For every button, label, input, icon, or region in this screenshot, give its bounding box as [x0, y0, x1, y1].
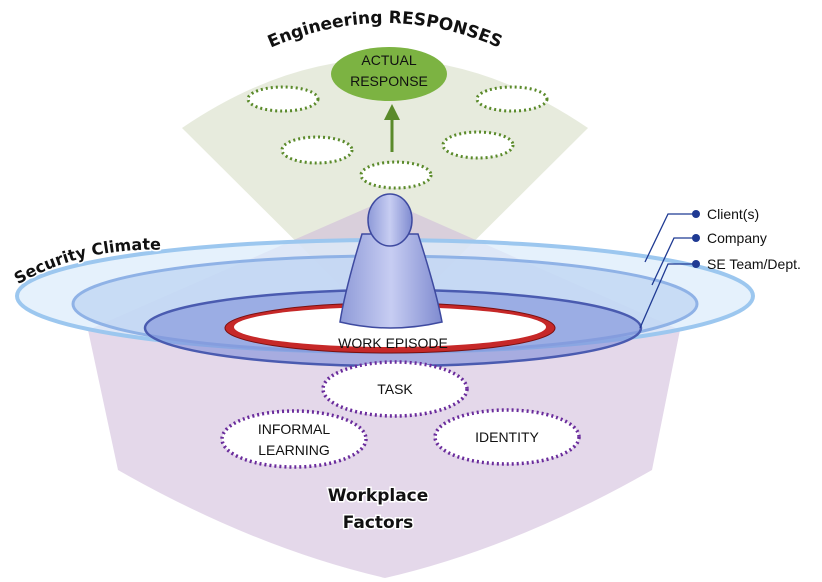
candidate-response-5 [359, 160, 433, 190]
informal-learning-line1: INFORMAL [258, 421, 331, 437]
clients-label: Client(s) [707, 206, 759, 222]
company-connector [651, 237, 694, 286]
engineering-responses-title: Engineering RESPONSES [265, 8, 505, 52]
identity-ellipse [433, 408, 581, 466]
company-label: Company [707, 230, 767, 246]
up-arrow-icon [384, 104, 400, 152]
workplace-title-line1: Workplace [328, 486, 429, 506]
informal-learning-ellipse [220, 409, 368, 469]
candidate-response-1 [246, 85, 320, 113]
team-label: SE Team/Dept. [707, 256, 801, 272]
candidate-response-3 [280, 135, 354, 165]
team-connector [639, 263, 694, 329]
clients-connector [644, 213, 694, 263]
clients-dot-icon [692, 210, 700, 218]
company-dot-icon [692, 234, 700, 242]
candidate-response-2 [475, 85, 549, 113]
task-label: TASK [377, 381, 413, 397]
actual-response-line1: ACTUAL [361, 52, 416, 68]
person-pawn-icon [339, 193, 443, 329]
work-episode-label: WORK EPISODE [338, 335, 448, 351]
actual-response-line2: RESPONSE [350, 73, 428, 89]
workplace-title-line2: Factors [343, 513, 413, 533]
candidate-response-4 [441, 130, 515, 160]
task-ellipse [321, 360, 469, 418]
team-dot-icon [692, 260, 700, 268]
actual-response-ellipse [331, 47, 447, 101]
identity-label: IDENTITY [475, 429, 539, 445]
informal-learning-line2: LEARNING [258, 442, 330, 458]
